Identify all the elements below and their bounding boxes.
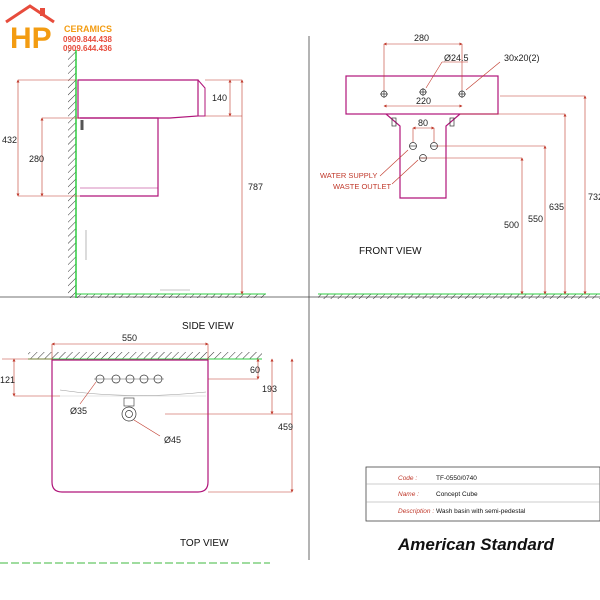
house-roof-icon <box>5 4 55 24</box>
side-basin-outline <box>77 79 199 119</box>
top-tap-holes <box>94 374 164 422</box>
description-label: Description : <box>398 508 434 515</box>
brand-wordmark: American Standard <box>397 535 554 554</box>
top-basin-outline <box>51 359 209 493</box>
top-wall-hatch <box>28 352 262 359</box>
dim-front-550: 550 <box>528 214 543 224</box>
logo-brand: CERAMICS <box>64 24 112 34</box>
code-label: Code : <box>398 475 417 482</box>
front-pedestal-outline <box>385 113 461 199</box>
callout-waste-outlet: WASTE OUTLET <box>333 182 391 191</box>
floor-line <box>76 294 266 298</box>
dim-top-459: 459 <box>278 422 293 432</box>
dim-top-121: 121 <box>0 375 15 385</box>
front-view: 280 Ø24.5 30x20(2) 220 80 500 550 635 73… <box>318 33 600 299</box>
dim-front-hole: Ø24.5 <box>444 53 469 63</box>
name-label: Name : <box>398 491 419 498</box>
wall-hatch <box>68 50 76 298</box>
dim-side-280: 280 <box>29 154 44 164</box>
side-view: 432 280 140 787 SIDE VIEW <box>2 50 266 332</box>
side-view-label: SIDE VIEW <box>182 321 234 332</box>
dim-front-slot: 30x20(2) <box>504 53 540 63</box>
logo-letters: HP <box>10 22 52 55</box>
top-view-label: TOP VIEW <box>180 538 229 549</box>
front-basin-outline <box>345 75 499 115</box>
dim-front-732: 732 <box>588 192 600 202</box>
dim-front-635: 635 <box>549 202 564 212</box>
dim-top-550: 550 <box>122 333 137 343</box>
logo-phone-1: 0909.844.438 <box>63 35 112 44</box>
dim-front-80: 80 <box>418 118 428 128</box>
description-value: Wash basin with semi-pedestal <box>436 508 526 515</box>
dim-side-787: 787 <box>248 182 263 192</box>
logo: HP CERAMICS 0909.844.438 0909.644.436 <box>5 4 112 55</box>
tap-holes <box>380 88 466 162</box>
front-view-label: FRONT VIEW <box>359 246 422 257</box>
name-value: Concept Cube <box>436 491 478 498</box>
side-pedestal-outline <box>80 117 159 197</box>
dim-top-tap-hole: Ø35 <box>70 406 87 416</box>
dim-top-60: 60 <box>250 365 260 375</box>
code-value: TF-0550/0740 <box>436 475 477 482</box>
dim-front-500: 500 <box>504 220 519 230</box>
dim-top-193: 193 <box>262 384 277 394</box>
title-block: Code : TF-0550/0740 Name : Concept Cube … <box>365 466 600 554</box>
logo-phone-2: 0909.644.436 <box>63 44 112 53</box>
floor-hatch <box>318 294 600 299</box>
dim-front-220: 220 <box>416 96 431 106</box>
callout-water-supply: WATER SUPPLY <box>320 171 377 180</box>
dim-side-140: 140 <box>212 93 227 103</box>
dim-top-drain: Ø45 <box>164 435 181 445</box>
top-view: 550 121 60 193 459 Ø35 Ø45 TOP VIEW <box>0 333 294 549</box>
dim-front-280: 280 <box>414 33 429 43</box>
dim-side-432: 432 <box>2 135 17 145</box>
